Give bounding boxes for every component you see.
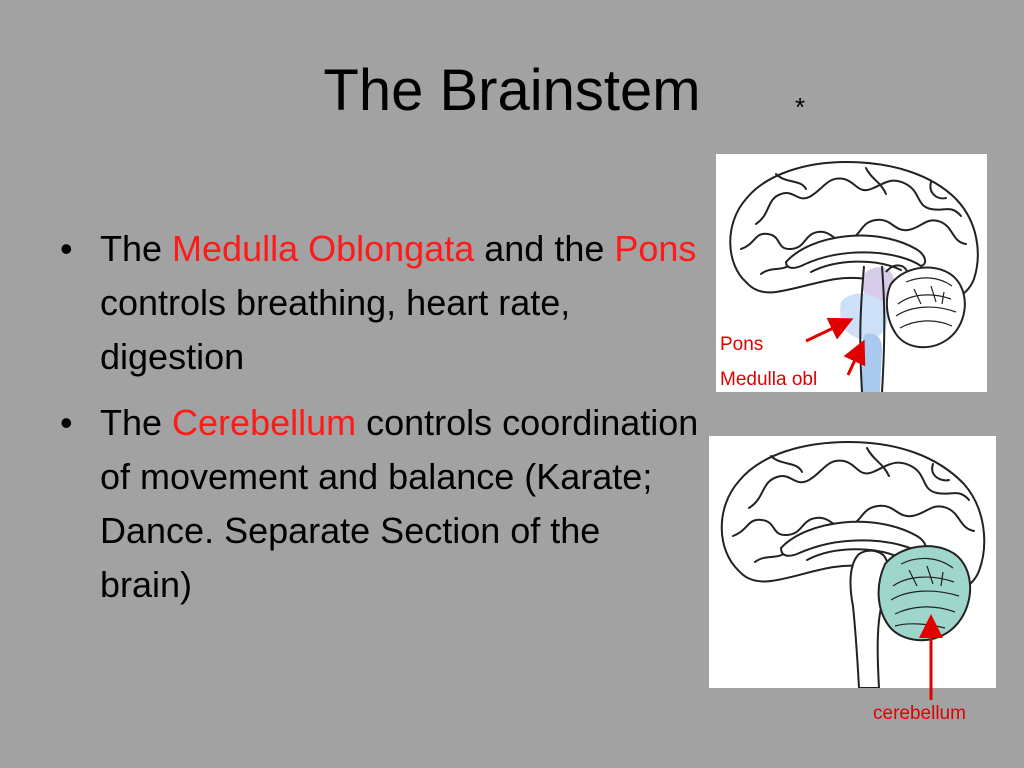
label-medulla: Medulla obl <box>720 369 818 390</box>
brain-illustration-cerebellum <box>709 436 996 688</box>
asterisk-mark: * <box>795 92 806 122</box>
brain-illustration-brainstem <box>716 154 987 392</box>
bullet-list: The Medulla Oblongata and the Pons contr… <box>60 222 700 624</box>
bullet-text: The <box>100 228 173 269</box>
label-pons: Pons <box>720 334 764 355</box>
bullet-text: The <box>100 402 173 443</box>
bullet-item-brainstem: The Medulla Oblongata and the Pons contr… <box>60 222 700 384</box>
cerebellum-region <box>877 545 972 642</box>
label-cerebellum: cerebellum <box>873 703 966 724</box>
brain-diagram-top <box>729 161 979 392</box>
title-text: The Brainstem <box>323 58 701 123</box>
highlight-medulla: Medulla Oblongata <box>172 228 475 269</box>
bullet-item-cerebellum: The Cerebellum controls coordination of … <box>60 396 700 612</box>
highlight-pons: Pons <box>614 228 697 269</box>
pons-region <box>840 293 888 340</box>
slide-title: The Brainstem <box>0 62 1024 120</box>
highlight-cerebellum: Cerebellum <box>172 402 357 443</box>
medulla-region <box>862 333 882 392</box>
bullet-text: and the <box>474 228 615 269</box>
bullet-text: controls coordination of movement and ba… <box>100 402 699 605</box>
brain-diagram-bottom <box>720 441 986 688</box>
midbrain-region <box>862 267 895 303</box>
bullet-text: controls breathing, heart rate, digestio… <box>100 282 571 377</box>
